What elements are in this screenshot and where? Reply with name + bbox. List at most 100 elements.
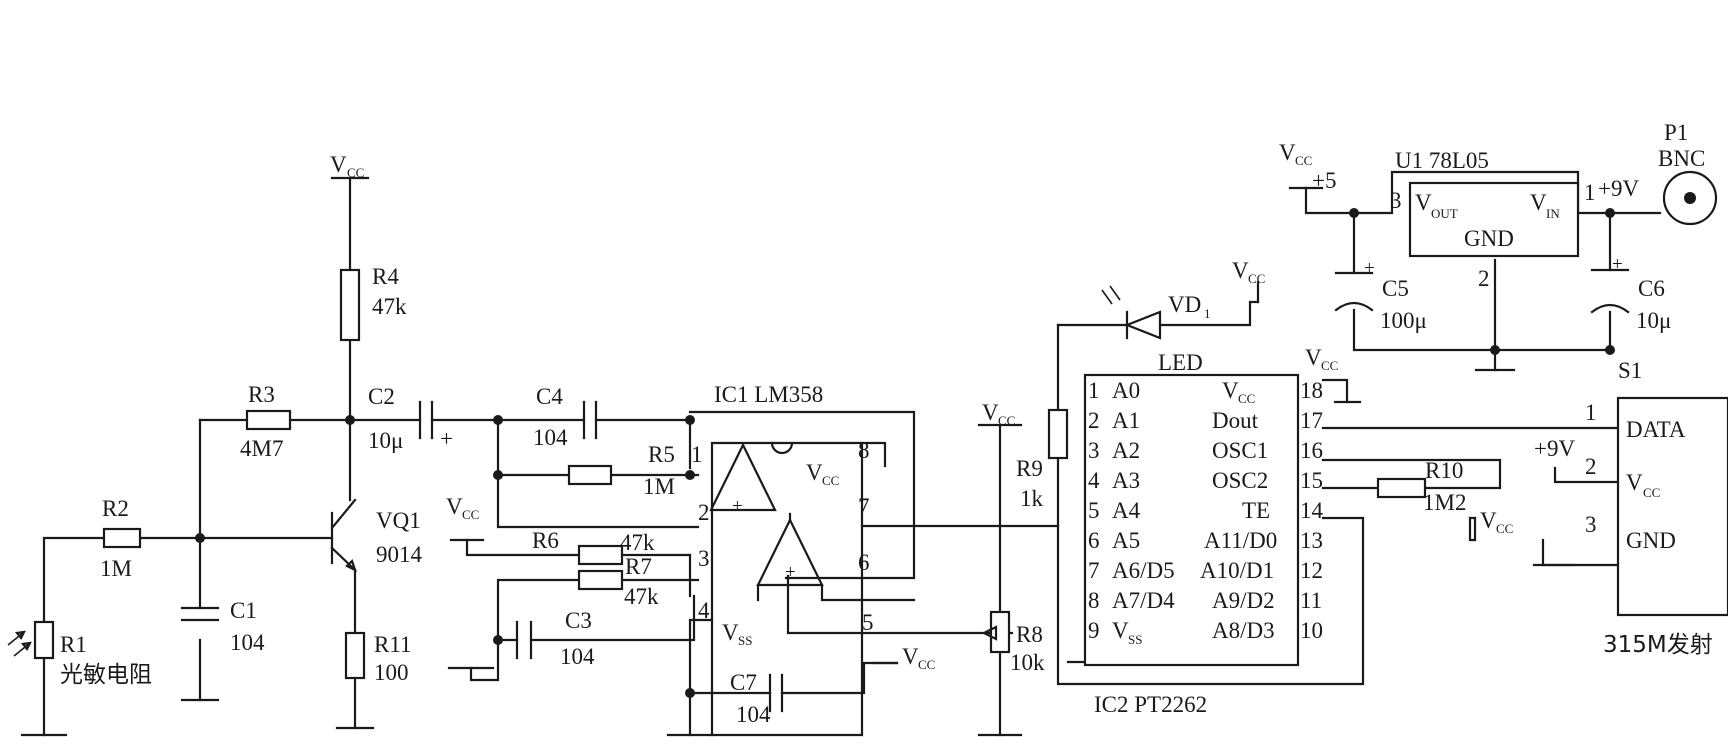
- r9-body: [1047, 408, 1069, 460]
- ic2-pin-num: 4: [1088, 468, 1100, 493]
- u1-vout: V: [1415, 190, 1432, 215]
- ic1-pin6: 6: [858, 550, 870, 575]
- r9-value: 1k: [1020, 486, 1044, 511]
- ic2-pin-name: A3: [1112, 468, 1140, 493]
- capacitors: [180, 268, 1630, 713]
- led-vd1: [1101, 285, 1162, 340]
- resistors: [7, 268, 1427, 680]
- u1-pin3: 3: [1390, 188, 1402, 213]
- p1-type: BNC: [1658, 146, 1705, 171]
- ic1-pin2: 2: [698, 500, 710, 525]
- u1-vout-sub: OUT: [1431, 206, 1458, 221]
- ic2-pin-name: A5: [1112, 528, 1140, 553]
- vcc-label-reg: V: [1279, 140, 1296, 165]
- ic2-pin-num: 11: [1300, 588, 1322, 613]
- vcc-sub-ic2: CC: [1321, 358, 1338, 373]
- c3-value: 104: [560, 644, 595, 669]
- ic2-pin-name: TE: [1242, 498, 1270, 523]
- ic1-vcc-sub: CC: [822, 473, 839, 488]
- ic2-pin-name: A9/D2: [1212, 588, 1275, 613]
- vcc-label-r8: V: [982, 400, 999, 425]
- ic2-pin-name: A7/D4: [1112, 588, 1175, 613]
- vcc-label-ic2: V: [1305, 345, 1322, 370]
- u1-title: U1 78L05: [1395, 148, 1489, 173]
- u1-vin-sub: IN: [1546, 206, 1560, 221]
- c7-value: 104: [736, 702, 771, 727]
- ic2-pin-num: 6: [1088, 528, 1100, 553]
- vcc-sub-r8: CC: [998, 413, 1015, 428]
- ic2-pin-name: A0: [1112, 378, 1140, 403]
- ic2-pin-name: Dout: [1212, 408, 1259, 433]
- ic2-pin-num: 7: [1088, 558, 1100, 583]
- ic2-pin-num: 1: [1088, 378, 1100, 403]
- ic2-pin-name: OSC2: [1212, 468, 1268, 493]
- c5-plus: +: [1364, 258, 1375, 279]
- tx-pin2-name: V: [1626, 470, 1643, 495]
- ic1-vss-sub: SS: [738, 633, 752, 648]
- ic2-pin-name: A1: [1112, 408, 1140, 433]
- tx-module: [1616, 396, 1728, 617]
- tx-pin3-name: GND: [1626, 528, 1676, 553]
- ic2-pin-name: A8/D3: [1212, 618, 1275, 643]
- r11-body: [344, 631, 366, 680]
- r5-value: 1M: [643, 474, 675, 499]
- r8-body: [989, 610, 1011, 654]
- ic2-pin-name: A11/D0: [1204, 528, 1277, 553]
- ic2-vss-sub: SS: [1128, 632, 1142, 647]
- tx-pin3: 3: [1585, 512, 1597, 537]
- u1-vin: V: [1530, 190, 1547, 215]
- r3-ref: R3: [248, 382, 275, 407]
- u1-pin1: 1: [1584, 180, 1596, 205]
- c7-ref: C7: [730, 670, 757, 695]
- transistor-vq1: [330, 498, 357, 573]
- ic1-pin4: 4: [698, 598, 710, 623]
- c1-value: 104: [230, 630, 265, 655]
- c6-ref: C6: [1638, 276, 1665, 301]
- r10-ref: R10: [1425, 458, 1463, 483]
- ic2-pin-num: 18: [1300, 378, 1323, 403]
- tx-vcc-sub: CC: [1643, 485, 1660, 500]
- tx-pin1: 1: [1585, 400, 1597, 425]
- ic2-vcc-sub: CC: [1238, 391, 1255, 406]
- ic1-pin3: 3: [698, 546, 710, 571]
- vcc-label-led: V: [1232, 258, 1249, 283]
- r3-value: 4M7: [240, 436, 283, 461]
- c2-value: 10μ: [368, 428, 403, 453]
- ic2-led-label: LED: [1158, 350, 1203, 375]
- ic1-plus-b: +: [785, 562, 796, 583]
- ic1-vss: V: [722, 620, 739, 645]
- r5-ref: R5: [648, 442, 675, 467]
- ic2-pin-num: 2: [1088, 408, 1100, 433]
- junctions: [195, 208, 1615, 698]
- c6-plus: +: [1612, 254, 1623, 275]
- tx-pin2: 2: [1585, 454, 1597, 479]
- vcc-label-1: V: [330, 152, 347, 177]
- net-plus5: +5: [1312, 168, 1336, 193]
- ic2-pin-num: 8: [1088, 588, 1100, 613]
- vq1-ref: VQ1: [376, 508, 421, 533]
- r6-body: [577, 544, 624, 566]
- ic2-pin-name: V: [1112, 618, 1129, 643]
- ic2-title: IC2 PT2262: [1094, 692, 1207, 717]
- r6-ref: R6: [532, 528, 559, 553]
- ic1-title: IC1 LM358: [714, 382, 823, 407]
- ic2-right-pins: V CC 18 Dout 17 OSC1 16 OSC2 15 TE 14 A1…: [1200, 378, 1324, 643]
- vcc-sub-1: CC: [347, 165, 364, 180]
- r9-ref: R9: [1016, 456, 1043, 481]
- c2-ref: C2: [368, 384, 395, 409]
- r6-value: 47k: [620, 530, 655, 555]
- r2-value: 1M: [100, 556, 132, 581]
- vd1-sub: 1: [1204, 306, 1211, 321]
- vcc-label-c7: V: [902, 644, 919, 669]
- ic1-pin8: 8: [858, 438, 870, 463]
- ic2-pin-num: 12: [1300, 558, 1323, 583]
- r7-body: [577, 569, 624, 591]
- vcc-bars: [330, 176, 1477, 665]
- ic2-pin-name: A10/D1: [1200, 558, 1274, 583]
- u1-pin2: 2: [1478, 266, 1490, 291]
- vcc-sub-r6: CC: [462, 507, 479, 522]
- r1-body: [33, 620, 55, 660]
- ic1-plus-a: +: [732, 496, 743, 517]
- ic2-pin-num: 16: [1300, 438, 1323, 463]
